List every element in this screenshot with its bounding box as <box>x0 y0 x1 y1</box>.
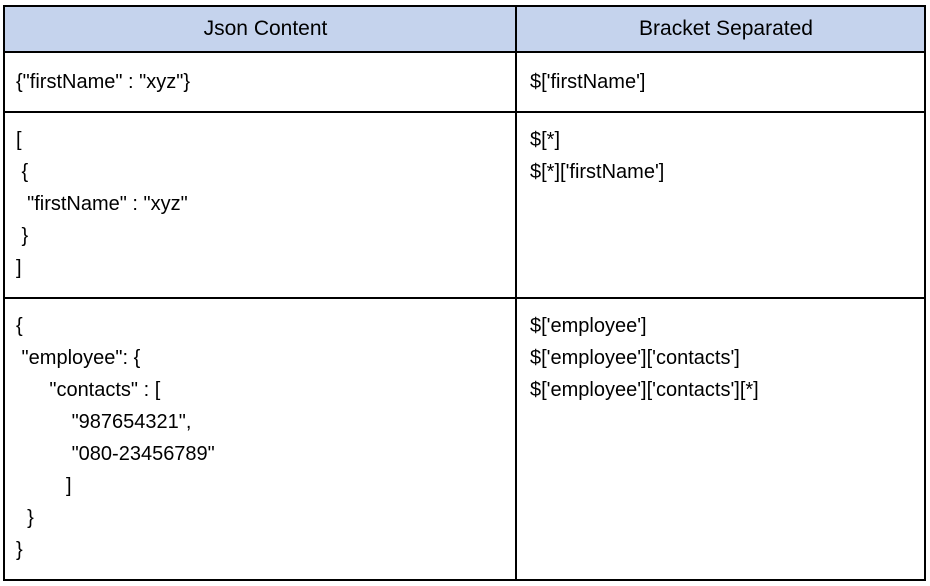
cell-json-content-2: [ { "firstName" : "xyz" } ] <box>3 111 517 299</box>
table-header-row: Json Content Bracket Separated <box>3 5 926 53</box>
column-header-bracket-separated: Bracket Separated <box>515 5 926 53</box>
table-header: Json Content Bracket Separated <box>3 5 926 53</box>
bracket-expression-3: $['employee'] $['employee']['contacts'] … <box>530 315 759 401</box>
bracket-expression-2: $[*] $[*]['firstName'] <box>530 129 665 183</box>
table-row: {"firstName" : "xyz"} $['firstName'] <box>3 51 926 113</box>
cell-bracket-separated-2: $[*] $[*]['firstName'] <box>515 111 926 299</box>
table-row: { "employee": { "contacts" : [ "98765432… <box>3 297 926 581</box>
column-header-json-content: Json Content <box>3 5 517 53</box>
jsonpath-mapping-table: Json Content Bracket Separated {"firstNa… <box>3 5 926 581</box>
column-header-json-content-label: Json Content <box>203 17 328 40</box>
json-snippet-1: {"firstName" : "xyz"} <box>16 71 190 93</box>
cell-bracket-separated-3: $['employee'] $['employee']['contacts'] … <box>515 297 926 581</box>
cell-json-content-1: {"firstName" : "xyz"} <box>3 51 517 113</box>
cell-bracket-separated-1: $['firstName'] <box>515 51 926 113</box>
bracket-expression-1: $['firstName'] <box>530 71 646 93</box>
table-row: [ { "firstName" : "xyz" } ] $[*] $[*]['f… <box>3 111 926 299</box>
column-header-bracket-separated-label: Bracket Separated <box>639 17 813 40</box>
json-snippet-3: { "employee": { "contacts" : [ "98765432… <box>16 315 215 561</box>
json-snippet-2: [ { "firstName" : "xyz" } ] <box>16 129 188 279</box>
cell-json-content-3: { "employee": { "contacts" : [ "98765432… <box>3 297 517 581</box>
table-body: {"firstName" : "xyz"} $['firstName'] [ {… <box>3 51 926 581</box>
